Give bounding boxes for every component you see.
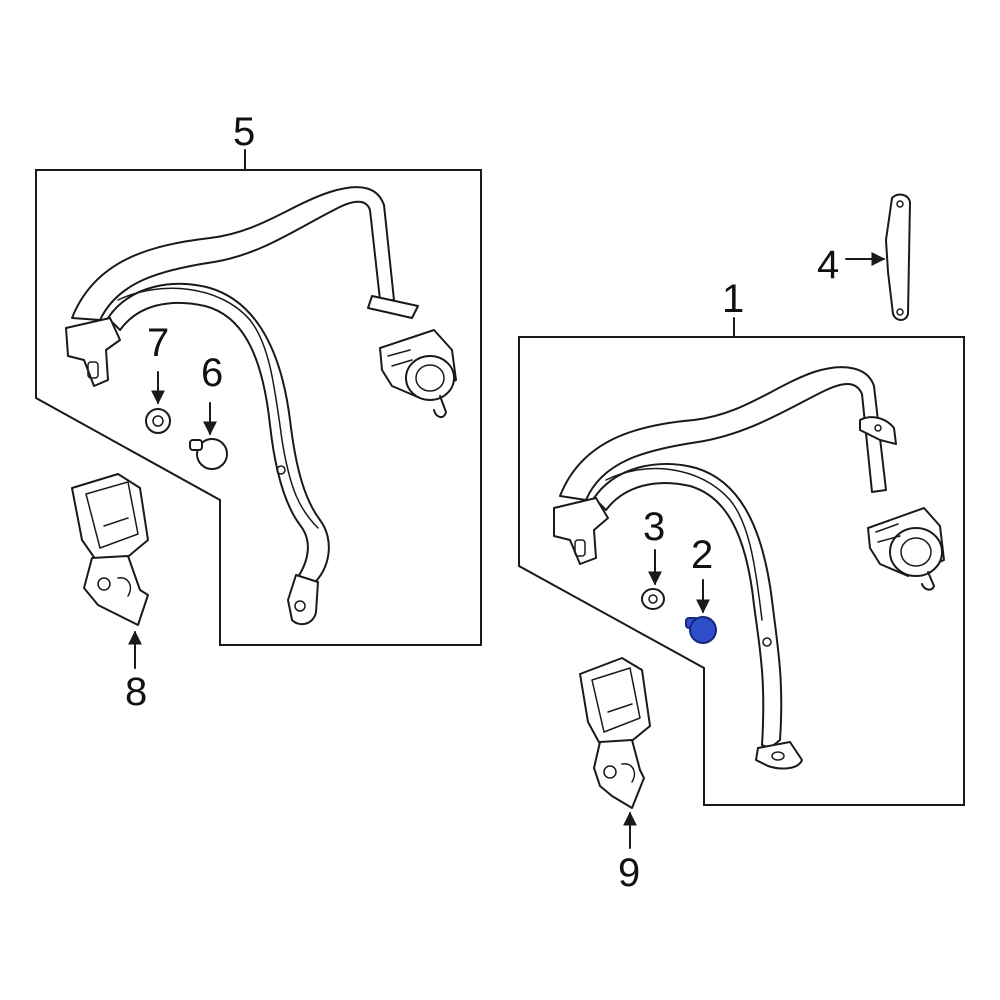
callout-9: 9: [618, 851, 640, 895]
left-washer[interactable]: [145, 408, 171, 434]
right-belt-assembly-group: [518, 317, 965, 806]
left-belt-guide[interactable]: [367, 295, 419, 319]
left-belt-webbing[interactable]: [71, 186, 395, 321]
callout-2: 2: [691, 533, 713, 577]
right-retractor[interactable]: [867, 507, 945, 591]
left-lower-anchor[interactable]: [287, 574, 319, 626]
trim-cover[interactable]: [885, 193, 911, 321]
callout-6: 6: [201, 351, 223, 395]
callout-1: 1: [722, 277, 744, 321]
left-retractor[interactable]: [379, 329, 457, 418]
callout-7: 7: [147, 321, 169, 365]
left-anchor-bolt[interactable]: [189, 438, 228, 470]
right-lower-anchor[interactable]: [755, 741, 803, 770]
callout-5: 5: [233, 110, 255, 154]
right-anchor-bolt-highlighted[interactable]: [685, 616, 717, 644]
callout-8: 8: [125, 670, 147, 714]
left-buckle[interactable]: [71, 473, 149, 626]
right-washer[interactable]: [641, 588, 665, 610]
right-upper-anchor[interactable]: [553, 497, 609, 565]
left-upper-anchor[interactable]: [65, 317, 121, 387]
right-buckle[interactable]: [579, 657, 651, 809]
left-belt-assembly-group: [35, 149, 482, 646]
callout-4: 4: [817, 243, 839, 287]
callout-3: 3: [643, 505, 665, 549]
